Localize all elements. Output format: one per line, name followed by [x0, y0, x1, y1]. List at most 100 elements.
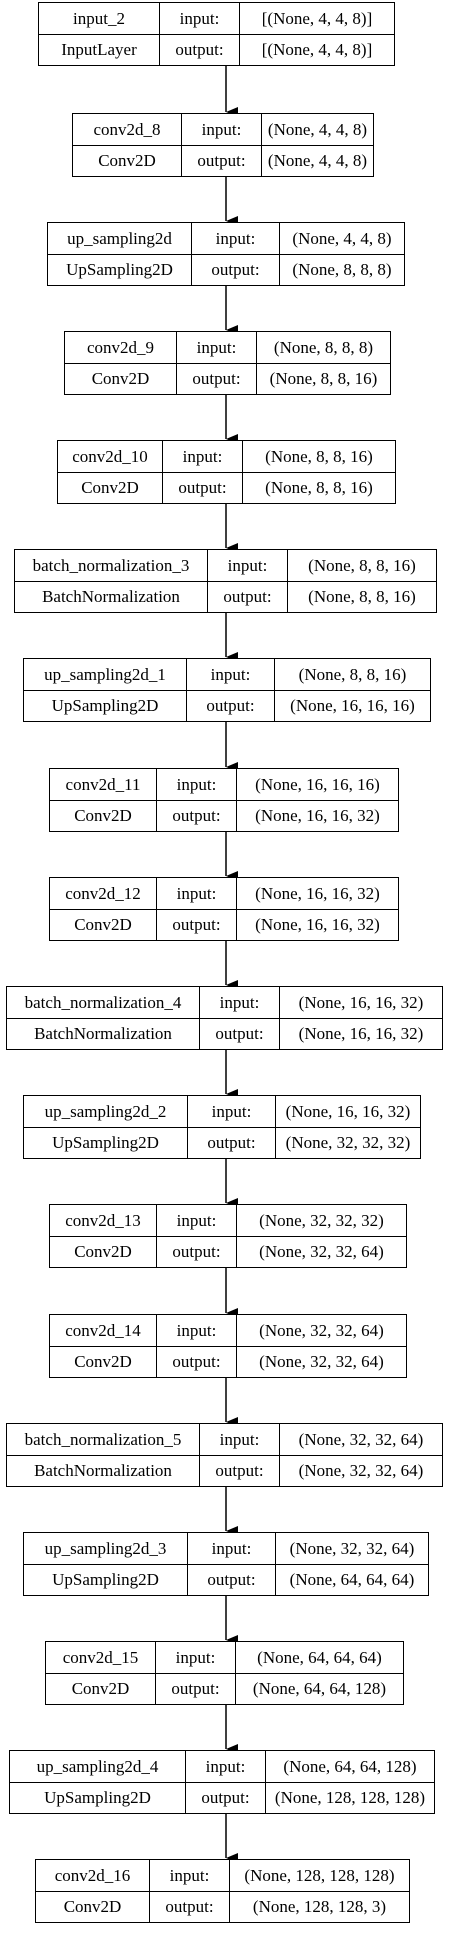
layer-name: up_sampling2d_2	[44, 1101, 167, 1121]
input-shape: (None, 8, 8, 8)	[256, 332, 390, 363]
input-label: input:	[187, 1096, 275, 1127]
output-shape: (None, 16, 16, 16)	[274, 691, 430, 721]
output-label: output:	[156, 1347, 236, 1377]
output-label: output:	[187, 1128, 275, 1158]
input-label: input:	[186, 659, 274, 690]
input-shape: (None, 128, 128, 128)	[229, 1860, 409, 1891]
input-shape: (None, 32, 32, 64)	[279, 1424, 442, 1455]
input-label: input:	[156, 878, 236, 909]
layer-type: UpSampling2D	[44, 1788, 151, 1807]
layer-output-row: BatchNormalization output:(None, 32, 32, …	[7, 1455, 442, 1486]
layer-name: conv2d_8	[93, 119, 161, 139]
layer-name: batch_normalization_3	[32, 555, 190, 575]
layer-type: UpSampling2D	[52, 1133, 159, 1152]
input-shape: (None, 32, 32, 32)	[236, 1205, 406, 1236]
output-label: output:	[187, 1565, 275, 1595]
input-shape: (None, 8, 8, 16)	[274, 659, 430, 690]
input-label: input:	[185, 1751, 265, 1782]
output-shape: (None, 16, 16, 32)	[236, 801, 398, 831]
output-shape: (None, 64, 64, 64)	[275, 1565, 428, 1595]
input-shape: (None, 16, 16, 32)	[236, 878, 398, 909]
layer-type: Conv2D	[98, 151, 156, 170]
output-label: output:	[199, 1019, 279, 1049]
output-shape: (None, 128, 128, 128)	[265, 1783, 434, 1813]
input-shape: (None, 8, 8, 16)	[242, 441, 395, 472]
layer-output-row: UpSampling2D output:(None, 8, 8, 8)	[48, 254, 404, 285]
input-label: input:	[162, 441, 242, 472]
layer-name: up_sampling2d_3	[44, 1538, 167, 1558]
layer-type: UpSampling2D	[66, 260, 173, 279]
input-label: input:	[156, 1315, 236, 1346]
output-label: output:	[185, 1783, 265, 1813]
output-label: output:	[156, 801, 236, 831]
layer-type: BatchNormalization	[34, 1461, 172, 1480]
input-label: input:	[191, 223, 279, 254]
layer-name: conv2d_12	[65, 883, 141, 903]
output-shape: (None, 8, 8, 8)	[279, 255, 404, 285]
input-label: input:	[156, 1205, 236, 1236]
input-label: input:	[207, 550, 287, 581]
output-label: output:	[199, 1456, 279, 1486]
layer-type: UpSampling2D	[51, 696, 159, 715]
input-shape: (None, 16, 16, 32)	[275, 1096, 420, 1127]
output-shape: (None, 16, 16, 32)	[236, 910, 398, 940]
input-shape: (None, 16, 16, 16)	[236, 769, 398, 800]
output-shape: (None, 128, 128, 3)	[229, 1892, 409, 1922]
output-shape: (None, 4, 4, 8)	[261, 146, 373, 176]
layer-output-row: UpSampling2D output:(None, 128, 128, 128)	[10, 1782, 434, 1813]
input-shape: (None, 32, 32, 64)	[275, 1533, 428, 1564]
layer-name: up_sampling2d_4	[36, 1756, 159, 1776]
layer-input-row: up_sampling2d_2 input:(None, 16, 16, 32)	[24, 1096, 420, 1127]
layer-type: BatchNormalization	[42, 587, 180, 606]
input-shape: (None, 64, 64, 64)	[235, 1642, 403, 1673]
layer-name: conv2d_16	[54, 1865, 131, 1885]
output-shape: (None, 32, 32, 64)	[236, 1347, 406, 1377]
output-label: output:	[191, 255, 279, 285]
output-shape: (None, 32, 32, 64)	[279, 1456, 442, 1486]
layer-type: Conv2D	[81, 478, 139, 497]
layer-name: up_sampling2d_1	[44, 664, 166, 684]
input-shape: (None, 16, 16, 32)	[279, 987, 442, 1018]
layer-name: conv2d_10	[72, 446, 148, 466]
layer-type: Conv2D	[74, 1242, 132, 1261]
layer-type: Conv2D	[63, 1897, 122, 1916]
output-shape: (None, 8, 8, 16)	[256, 364, 390, 394]
layer-input-row: conv2d_10 input:(None, 8, 8, 16)	[58, 441, 395, 472]
output-shape: [(None, 4, 4, 8)]	[239, 35, 394, 65]
layer-name: input_2	[73, 8, 125, 28]
layer-name: conv2d_15	[62, 1647, 139, 1667]
output-shape: (None, 64, 64, 128)	[235, 1674, 403, 1704]
layer-node: up_sampling2d_2 input:(None, 16, 16, 32) U…	[23, 1095, 421, 1159]
output-label: output:	[155, 1674, 235, 1704]
